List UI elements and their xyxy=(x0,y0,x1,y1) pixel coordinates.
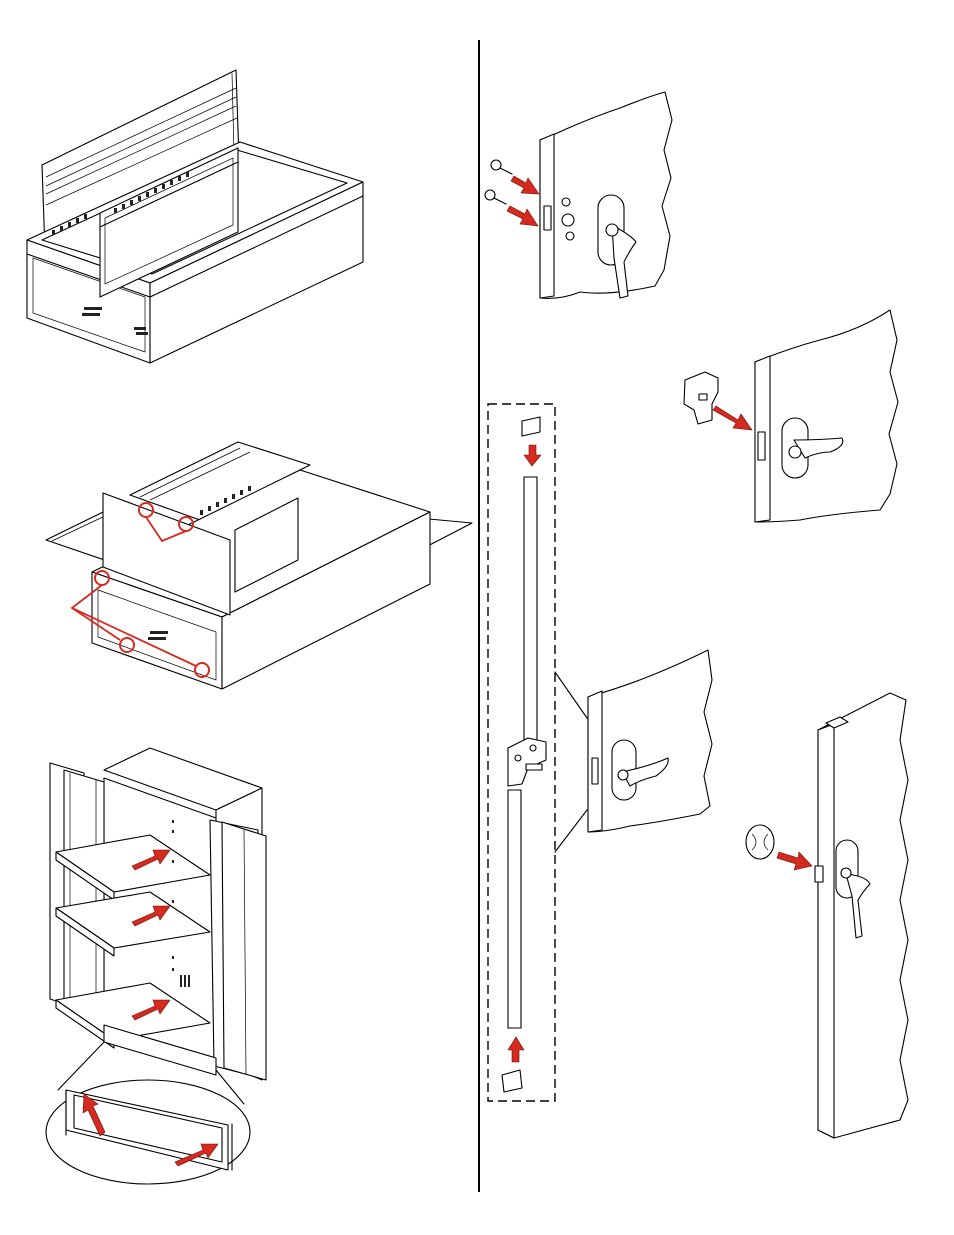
install-arrow xyxy=(524,445,541,466)
install-arrow xyxy=(511,176,539,194)
figure-cabinet-shelves xyxy=(46,748,266,1184)
cap-icon xyxy=(746,825,774,859)
figure-door-handle xyxy=(588,650,712,832)
cap-icon xyxy=(522,417,540,436)
lock-rod-lower xyxy=(508,790,521,1028)
install-arrow xyxy=(713,406,752,430)
install-arrow xyxy=(508,1037,524,1062)
figure-side-panels xyxy=(46,442,472,689)
door-panel-section xyxy=(755,310,898,522)
figure-lock-plate xyxy=(684,310,898,522)
screw-icon xyxy=(485,160,512,204)
door-panel-section xyxy=(588,650,712,832)
cap-icon xyxy=(502,1070,522,1092)
figure-lock-rod xyxy=(488,404,587,1101)
latch-block xyxy=(508,738,546,786)
door-panel-section xyxy=(540,92,672,298)
figure-cabinet-frame xyxy=(27,70,363,363)
lock-rod-upper xyxy=(524,477,537,740)
install-arrow xyxy=(777,852,812,870)
figure-door-cap xyxy=(746,693,908,1138)
install-arrow xyxy=(507,206,538,226)
figure-lock-handle-screws xyxy=(485,92,672,298)
